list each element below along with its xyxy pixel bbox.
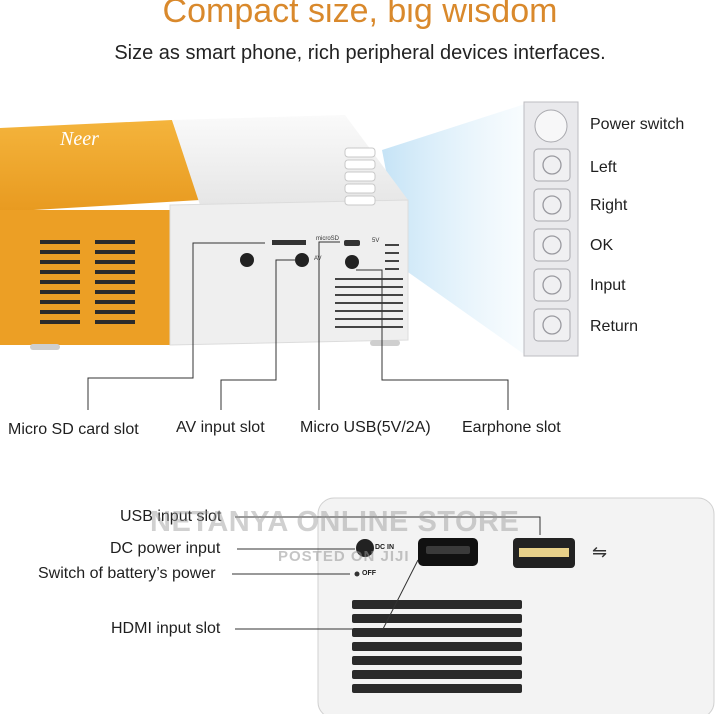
white-front — [169, 199, 409, 346]
watermark-posted: POSTED ON JIJI — [278, 548, 410, 565]
dc-in-mark: DC IN — [375, 544, 395, 551]
label-hdmi-input: HDMI input slot — [111, 620, 221, 637]
subheadline: Size as smart phone, rich peripheral dev… — [114, 42, 606, 64]
usb-icon: ⇋ — [592, 542, 608, 562]
top-keys — [344, 147, 376, 206]
battery-switch — [354, 571, 360, 577]
microsd-slot — [272, 240, 306, 245]
label-av-input: AV input slot — [176, 419, 265, 436]
label-input: Input — [590, 277, 626, 294]
label-micro-sd: Micro SD card slot — [8, 421, 139, 438]
microsd-mark: microSD — [316, 236, 340, 242]
headline: Compact size, big wisdom — [162, 0, 558, 30]
callout-lines — [87, 241, 509, 410]
brand-logo: Neer — [60, 128, 99, 150]
label-micro-usb: Micro USB(5V/2A) — [300, 419, 431, 436]
label-power-switch: Power switch — [590, 116, 685, 133]
light-beam — [382, 103, 528, 357]
panel-keys — [533, 148, 571, 342]
dc-jack — [356, 539, 374, 557]
micro-usb-slot — [344, 240, 360, 246]
label-return: Return — [590, 318, 639, 335]
label-usb-input: USB input slot — [120, 508, 222, 525]
orange-top — [0, 120, 200, 212]
orange-vents — [40, 240, 135, 324]
av-mark: AV — [314, 256, 322, 262]
label-left: Left — [590, 159, 617, 176]
label-battery-switch: Switch of battery’s power — [38, 565, 216, 582]
label-earphone: Earphone slot — [462, 419, 561, 436]
earphone-port-hole — [345, 255, 359, 269]
white-top — [172, 115, 408, 205]
label-right: Right — [590, 197, 628, 214]
orange-front — [0, 210, 170, 345]
label-dc-power: DC power input — [110, 540, 221, 557]
unknown-port-hole — [240, 253, 254, 267]
av-port-hole — [295, 253, 309, 267]
off-mark: OFF — [362, 570, 376, 577]
dc-mark: 5V — [372, 238, 380, 244]
watermark-store: NETANYA ONLINE STORE — [150, 506, 520, 538]
label-ok: OK — [590, 237, 614, 254]
side-vents — [335, 244, 403, 328]
rear-callout-lines — [232, 516, 541, 630]
